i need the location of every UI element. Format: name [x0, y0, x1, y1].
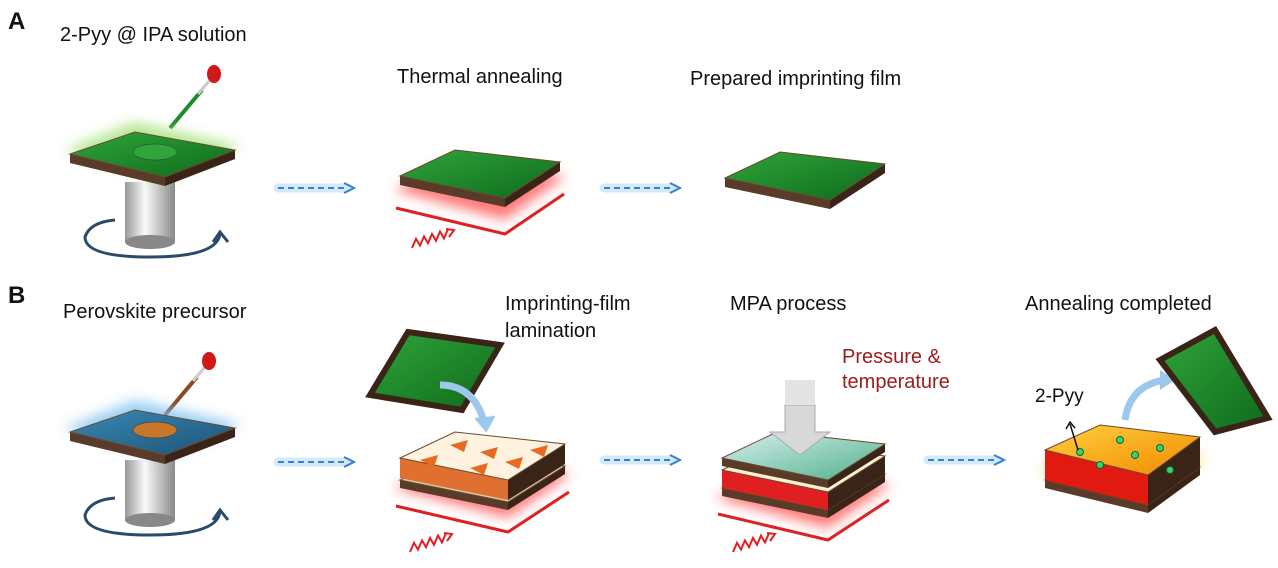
b-wet-perovskite-layer-edge-left: [400, 458, 508, 500]
b-pressed-perovskite-edge-right: [828, 456, 885, 510]
b-hotplate-line-2: [717, 498, 890, 542]
b-spin-spin-chuck: [125, 460, 175, 520]
a-spin-spin-chuck: [125, 182, 175, 242]
b-grain-3: [505, 457, 523, 469]
step-b3-label: MPA process: [730, 293, 847, 315]
a-spin-substrate-edge-right: [165, 150, 235, 186]
a-pipette-neck: [196, 79, 212, 95]
b-two-pyy-dot-5: [1166, 466, 1174, 474]
b-spin-substrate-edge-right: [165, 428, 235, 464]
b-peeled-imprinting-film: [1155, 325, 1273, 436]
b-spin-substrate-edge-left: [70, 432, 165, 464]
b-hotplate-line-1: [395, 490, 570, 534]
b-substrate-2-edge-left: [722, 488, 828, 518]
a-spin-spin-chuck-base: [125, 235, 175, 249]
step-b2-label-line2: lamination: [505, 320, 597, 342]
pressure-note-line1: Pressure &: [842, 346, 941, 368]
b-heat-icon-2: [732, 532, 770, 553]
b-pressed-imprinting-film-edge-right: [828, 444, 885, 488]
step-a1-label: 2-Pyy @ IPA solution: [60, 24, 247, 46]
b-grain-4: [530, 445, 548, 457]
two-pyy-marker-label: 2-Pyy: [1035, 386, 1084, 407]
a-annealed-film-edge-left: [400, 176, 505, 207]
b-pipette-bulb: [202, 352, 216, 370]
a-annealed-film: [398, 149, 562, 199]
b-arrow-1-head: [343, 456, 357, 468]
b-arrow-3-head: [993, 454, 1007, 466]
b-two-pyy-dot-1: [1116, 436, 1124, 444]
b-pressed-imprinting-film: [720, 431, 887, 481]
b-spin-rotation-arrowhead-icon: [211, 507, 230, 521]
b-peel-arrow-icon: [1121, 376, 1166, 421]
step-b1-label: Perovskite precursor: [63, 301, 247, 323]
a-arrow-1-head: [343, 182, 357, 194]
b-grain-0: [420, 455, 438, 467]
b-annealed-perovskite-edge-left: [1045, 450, 1148, 505]
b-substrate-1-edge-right: [508, 466, 565, 510]
b-wet-perovskite-layer: [398, 431, 567, 481]
a-heat-icon: [411, 228, 449, 249]
step-a2-label: Thermal annealing: [397, 66, 563, 88]
b-heat-icon-1: [409, 532, 447, 553]
a-arrow-2-head: [669, 182, 683, 194]
b-wet-perovskite-layer-edge-right: [508, 444, 565, 500]
b-annealed-perovskite-edge-right: [1148, 437, 1200, 505]
a-pipette-bulb: [207, 65, 221, 83]
b-two-pyy-pointer-head: [1065, 420, 1076, 430]
b-pressed-perovskite-edge-left: [722, 470, 828, 510]
b-heat-icon-1-head: [443, 532, 454, 542]
b-pressed-imprinting-film-edge-left: [722, 458, 828, 488]
b-peel-arrowhead-icon: [1160, 370, 1175, 390]
a-heat-icon-head: [445, 228, 456, 238]
b-two-pyy-dot-0: [1076, 448, 1084, 456]
b-two-pyy-dot-2: [1131, 451, 1139, 459]
b-heat-icon-2-head: [766, 532, 777, 542]
b-annealed-substrate-edge-left: [1045, 480, 1148, 513]
panel-b-label: B: [8, 282, 26, 309]
a-spin-solution-drop: [132, 143, 178, 161]
b-annealed-perovskite: [1043, 424, 1202, 476]
a-annealed-film-edge-right: [505, 162, 560, 207]
b-substrate-1-edge-left: [400, 480, 508, 510]
b-grain-2: [480, 447, 498, 459]
a-imprinting-film-edge-left: [725, 178, 830, 209]
a-hotplate-line: [395, 192, 565, 236]
b-pipette-neck: [191, 366, 207, 382]
b-two-pyy-dot-3: [1096, 461, 1104, 469]
a-spin-substrate-edge-left: [70, 154, 165, 186]
b-arrow-2-head: [669, 454, 683, 466]
a-spin-rotation-arrow-icon: [83, 218, 222, 259]
b-pressure-arrow-icon: [768, 404, 832, 456]
a-pipette-icon: [168, 88, 204, 130]
b-tilted-imprinting-film: [365, 328, 505, 414]
b-grain-1: [450, 440, 468, 452]
pressure-note-line2: temperature: [842, 371, 950, 393]
b-two-pyy-dot-4: [1156, 444, 1164, 452]
a-spin-rotation-arrowhead-icon: [211, 229, 230, 243]
a-imprinting-film-edge-right: [830, 164, 885, 209]
step-a3-label: Prepared imprinting film: [690, 68, 902, 90]
b-substrate-2-edge-right: [828, 474, 885, 518]
b-two-pyy-pointer: [1069, 423, 1079, 451]
b-spin-solution-drop: [132, 421, 178, 439]
panel-a-label: A: [8, 8, 26, 35]
b-spin-rotation-arrow-icon: [83, 496, 222, 537]
a-imprinting-film: [723, 151, 887, 201]
b-spin-spin-chuck-base: [125, 513, 175, 527]
step-b4-label: Annealing completed: [1025, 293, 1212, 315]
step-b2-label-line1: Imprinting-film: [505, 293, 631, 315]
b-grain-5: [470, 463, 488, 475]
b-annealed-substrate-edge-right: [1148, 467, 1200, 513]
b-lamination-arrowhead-icon: [474, 415, 496, 433]
b-pressure-arrow-shaft: [785, 380, 815, 405]
